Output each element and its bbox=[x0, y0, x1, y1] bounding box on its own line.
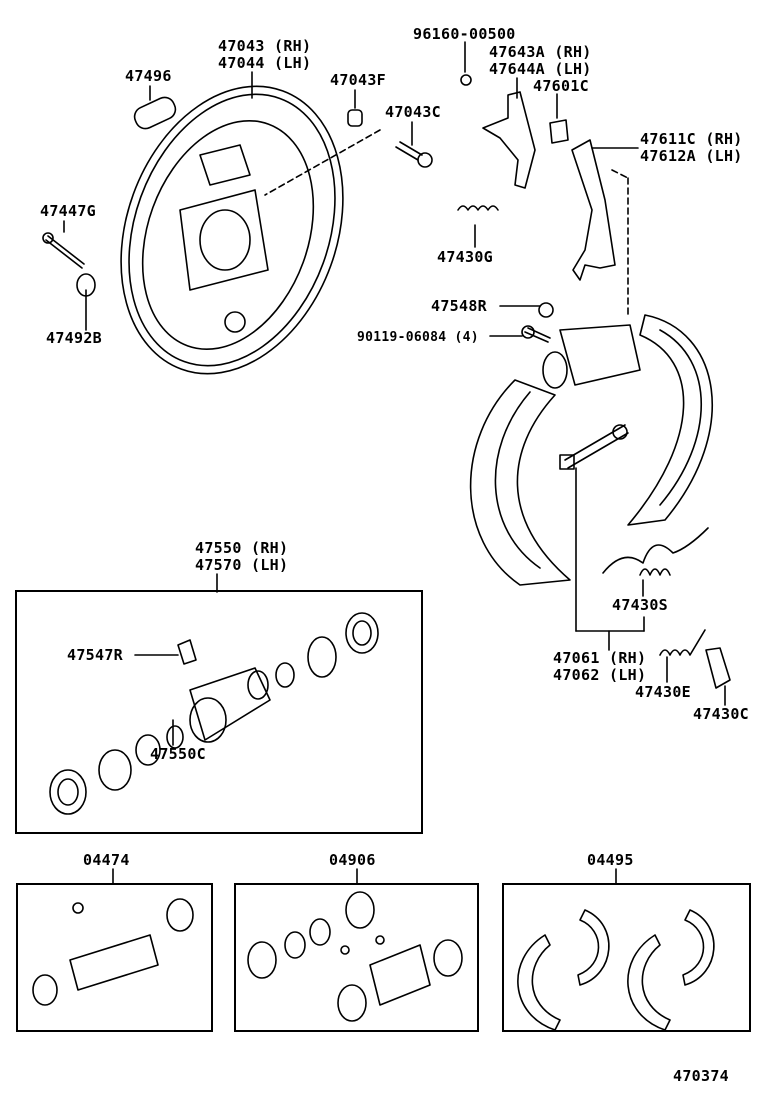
label-47043c[interactable]: 47043C bbox=[385, 103, 441, 121]
backing-plate-drawing bbox=[120, 85, 344, 375]
label-lever-rh[interactable]: 47643A (RH) bbox=[489, 43, 592, 61]
label-47447g[interactable]: 47447G bbox=[40, 202, 96, 220]
label-backing-plate-rh[interactable]: 47043 (RH) bbox=[218, 37, 312, 55]
label-lever-lh[interactable]: 47644A (LH) bbox=[489, 60, 592, 78]
label-adjuster-rh[interactable]: 47061 (RH) bbox=[553, 649, 647, 667]
label-47043f[interactable]: 47043F bbox=[330, 71, 386, 89]
kit-04906-drawing bbox=[247, 891, 463, 1022]
kit-04474-drawing bbox=[32, 898, 194, 1006]
label-47496[interactable]: 47496 bbox=[125, 67, 172, 85]
label-47547r[interactable]: 47547R bbox=[67, 646, 123, 664]
label-47430g[interactable]: 47430G bbox=[437, 248, 493, 266]
label-47430e[interactable]: 47430E bbox=[635, 683, 691, 701]
label-47601c[interactable]: 47601C bbox=[533, 77, 589, 95]
label-47548r[interactable]: 47548R bbox=[431, 297, 487, 315]
label-90119-06084[interactable]: 90119-06084 (4) bbox=[357, 330, 479, 345]
kit-box-04495 bbox=[502, 883, 751, 1032]
label-96160-00500[interactable]: 96160-00500 bbox=[413, 25, 516, 43]
kit-box-04906 bbox=[234, 883, 479, 1032]
label-wheel-cylinder-lh[interactable]: 47570 (LH) bbox=[195, 556, 289, 574]
label-kit-04474[interactable]: 04474 bbox=[83, 851, 130, 869]
label-kit-04906[interactable]: 04906 bbox=[329, 851, 376, 869]
kit-box-04474 bbox=[16, 883, 213, 1032]
label-backing-plate-lh[interactable]: 47044 (LH) bbox=[218, 54, 312, 72]
label-47492b[interactable]: 47492B bbox=[46, 329, 102, 347]
label-parking-lever-rh[interactable]: 47611C (RH) bbox=[640, 130, 743, 148]
brake-shoe-assembly-drawing bbox=[469, 314, 731, 689]
label-adjuster-lh[interactable]: 47062 (LH) bbox=[553, 666, 647, 684]
label-kit-04495[interactable]: 04495 bbox=[587, 851, 634, 869]
wheel-cylinder-exploded-drawing bbox=[49, 612, 379, 815]
diagram-number: 470374 bbox=[673, 1067, 729, 1085]
wheel-cylinder-box bbox=[15, 590, 423, 834]
label-parking-lever-lh[interactable]: 47612A (LH) bbox=[640, 147, 743, 165]
label-47430s[interactable]: 47430S bbox=[612, 596, 668, 614]
label-47430c[interactable]: 47430C bbox=[693, 705, 749, 723]
leader-lines bbox=[63, 41, 726, 885]
label-wheel-cylinder-rh[interactable]: 47550 (RH) bbox=[195, 539, 289, 557]
small-parts-drawing bbox=[42, 74, 616, 343]
label-47550c[interactable]: 47550C bbox=[150, 745, 206, 763]
